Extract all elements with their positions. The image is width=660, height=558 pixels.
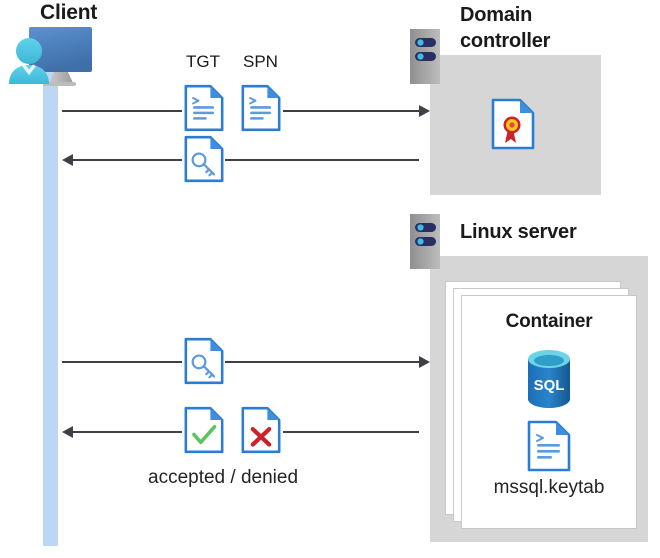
arrow-line-auth-result-right	[283, 431, 419, 433]
accepted-denied-caption: accepted / denied	[148, 467, 299, 488]
sql-database-label: SQL	[534, 377, 565, 394]
domain-controller-title-line2: controller	[460, 30, 551, 52]
arrow-line-request-right	[283, 110, 419, 112]
client-workstation-icon	[5, 25, 105, 87]
arrow-line-request-left	[62, 110, 182, 112]
arrow-line-present-right	[225, 361, 419, 363]
arrow-head-present	[419, 356, 430, 368]
denied-document-icon	[241, 406, 281, 454]
arrow-line-ticket-reply-right	[225, 159, 419, 161]
arrow-line-present-left	[62, 361, 182, 363]
arrow-head-request	[419, 105, 430, 117]
container-title: Container	[505, 311, 593, 332]
spn-label: SPN	[243, 52, 278, 71]
arrow-line-ticket-reply-left	[73, 159, 182, 161]
keytab-document-icon	[527, 420, 571, 472]
container-card-front[interactable]	[461, 295, 637, 529]
keytab-file-label: mssql.keytab	[493, 477, 605, 498]
accepted-document-icon	[184, 406, 224, 454]
spn-document-icon	[241, 84, 281, 132]
arrow-head-ticket-reply	[62, 154, 73, 166]
domain-controller-title-line1: Domain	[460, 4, 533, 26]
certificate-document-icon	[491, 98, 535, 150]
linux-server-title: Linux server	[460, 221, 577, 243]
key-document-icon-reply	[184, 135, 224, 183]
tgt-document-icon	[184, 84, 224, 132]
sql-database-icon: SQL	[524, 348, 574, 410]
domain-controller-title: Domain controller	[460, 2, 660, 54]
client-lifeline	[43, 70, 58, 546]
key-document-icon-present	[184, 337, 224, 385]
arrow-line-auth-result-left	[73, 431, 182, 433]
domain-controller-server-icon	[410, 29, 446, 84]
tgt-label: TGT	[186, 52, 220, 71]
arrow-head-auth-result	[62, 426, 73, 438]
linux-server-server-icon	[410, 214, 446, 269]
client-title: Client	[40, 1, 98, 24]
